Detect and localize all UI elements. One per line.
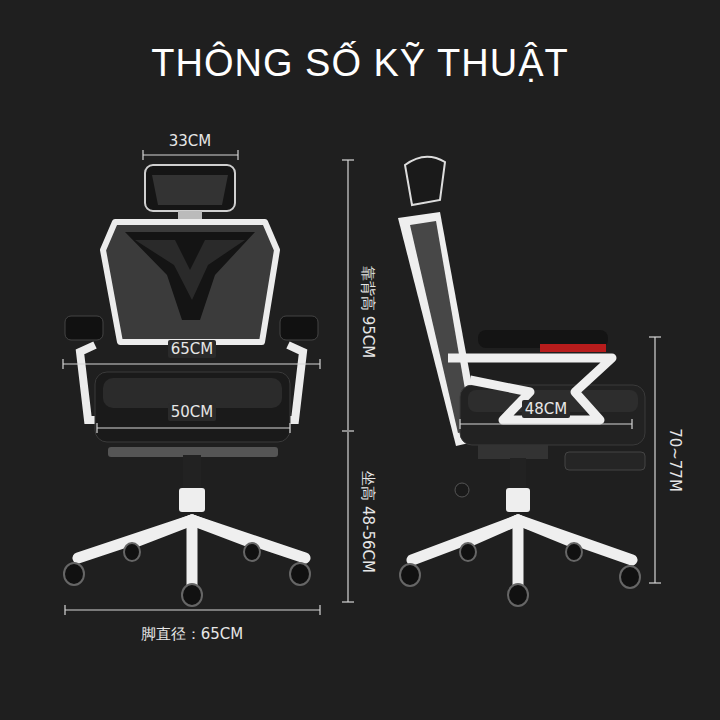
- dimension-label: 65CM: [168, 340, 217, 358]
- side-view: [398, 157, 645, 606]
- dimension-label: 48CM: [522, 400, 571, 418]
- front-view: [64, 165, 318, 606]
- dimension-label: 70~77M: [666, 428, 684, 492]
- page-title: THÔNG SỐ KỸ THUẬT: [151, 41, 568, 87]
- dimension-label: 脚直径：65CM: [141, 625, 244, 643]
- dimension-label: 靠背高 95CM: [359, 266, 377, 358]
- dimension-label: 50CM: [168, 403, 217, 421]
- dimension-lines: [63, 150, 661, 615]
- dimension-label: 坐高 48-56CM: [359, 471, 377, 573]
- dimension-label: 33CM: [169, 132, 212, 150]
